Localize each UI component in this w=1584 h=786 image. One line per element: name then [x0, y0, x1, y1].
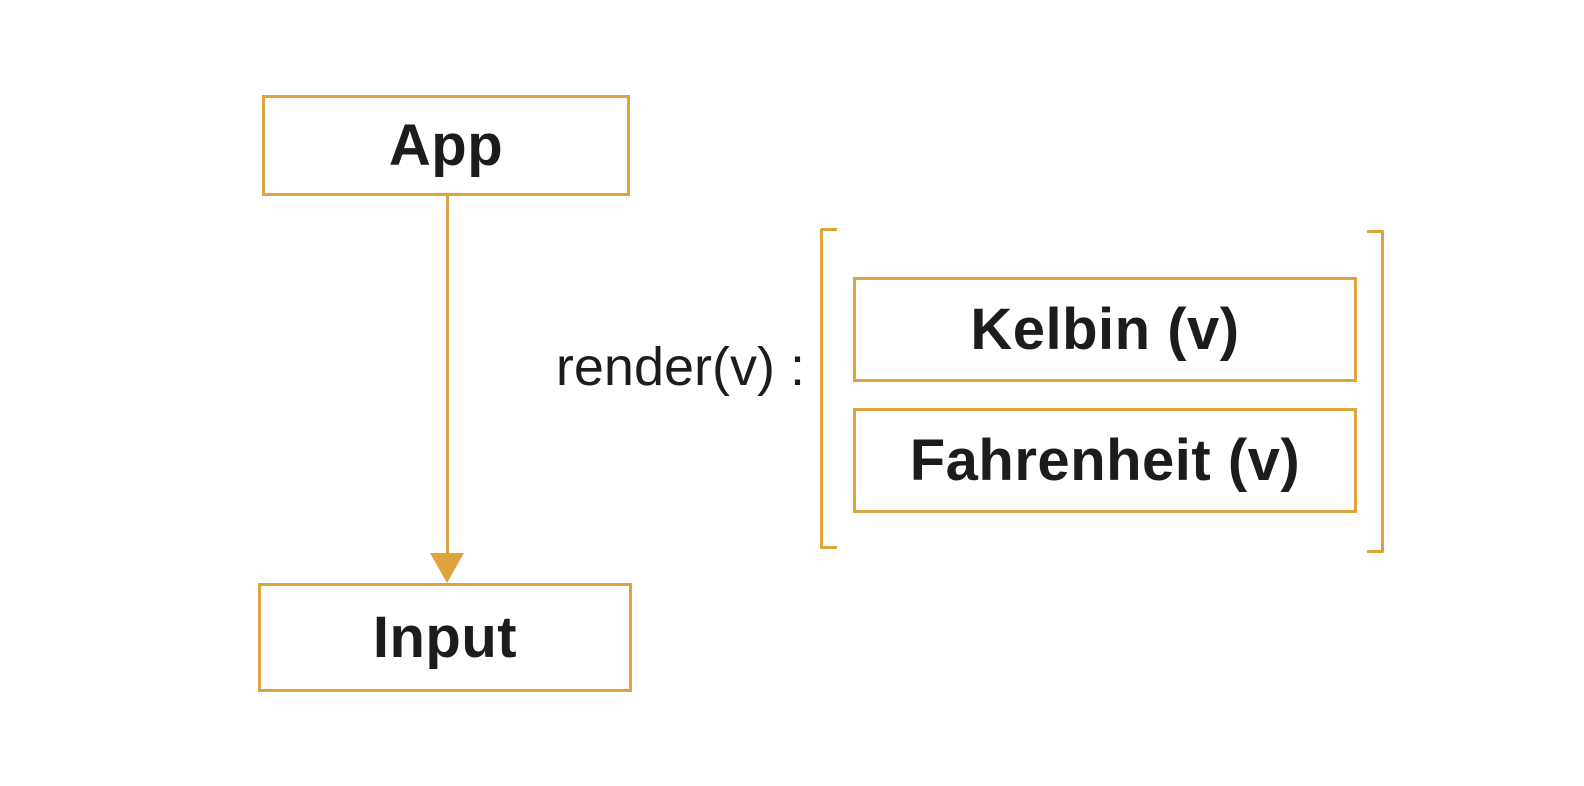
- node-kelvin-label: Kelbin (v): [970, 297, 1240, 362]
- node-input: Input: [258, 583, 632, 692]
- node-input-label: Input: [372, 605, 518, 670]
- node-app-label: App: [388, 113, 504, 178]
- right-bracket: [1367, 230, 1384, 553]
- node-fahrenheit-label: Fahrenheit (v): [909, 428, 1301, 493]
- render-edge-label: render(v) :: [555, 337, 805, 397]
- left-bracket: [820, 228, 837, 549]
- arrow-down-icon: [430, 553, 464, 583]
- connector-line-app-to-input: [446, 196, 449, 556]
- node-app: App: [262, 95, 630, 196]
- node-fahrenheit: Fahrenheit (v): [853, 408, 1357, 513]
- node-kelvin: Kelbin (v): [853, 277, 1357, 382]
